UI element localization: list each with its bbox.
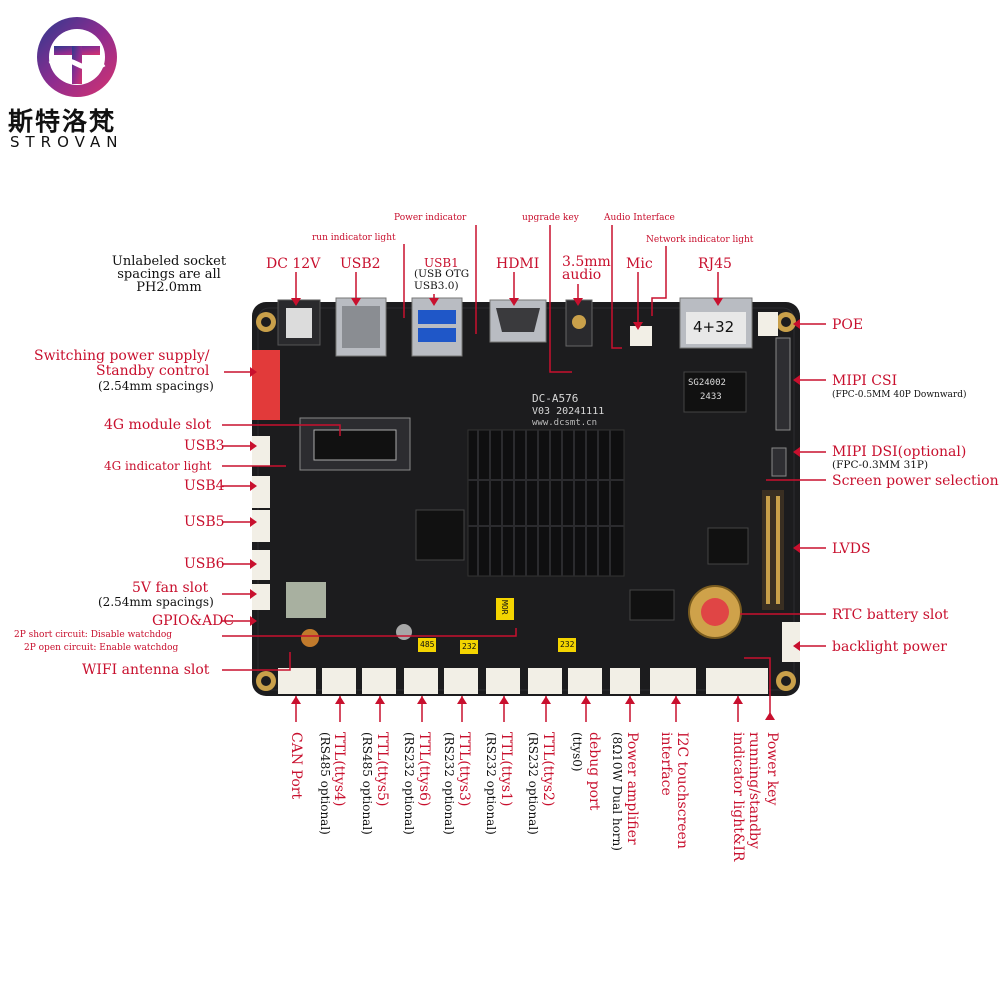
mic-connector	[630, 326, 652, 346]
label-ttl4-sub: (RS485 optional)	[318, 732, 332, 835]
mipi-csi-connector	[775, 337, 791, 431]
label-watchdog-1: 2P short circuit: Disable watchdog	[14, 630, 173, 640]
spacing-note-line2: spacings are all	[117, 267, 221, 282]
spacing-note-line1: Unlabeled socket	[111, 254, 227, 269]
label-usb1: USB1	[424, 256, 459, 270]
label-can: CAN Port	[288, 732, 304, 800]
label-ttl1-sub: (RS232 optional)	[484, 732, 498, 835]
label-debug: debug port	[586, 732, 602, 811]
ic-lower	[629, 589, 675, 621]
label-switching-1: Switching power supply/	[34, 348, 210, 364]
label-ttl5: TTL(ttys5)	[374, 732, 390, 807]
label-audio35-2: audio	[562, 267, 602, 283]
spacing-note-line3: PH2.0mm	[136, 280, 202, 295]
badge-232-b: 232	[560, 640, 575, 649]
board-model: DC-A576	[532, 392, 579, 405]
brand-logo	[32, 12, 122, 102]
label-ttl6: TTL(ttys6)	[416, 732, 432, 807]
label-amp: Power amplifier	[624, 732, 640, 845]
wifi-module	[286, 582, 326, 618]
label-lvds: LVDS	[832, 541, 871, 557]
heatsink	[467, 429, 625, 577]
label-usb2: USB2	[340, 256, 381, 272]
label-mipi-dsi-sub: (FPC-0.3MM 31P)	[832, 459, 929, 471]
brand-name-en: STROVAN	[10, 133, 124, 151]
switching-connector	[252, 350, 280, 420]
label-mipi-csi-sub: (FPC-0.5MM 40P Downward)	[832, 390, 967, 400]
label-amp-sub: (8Ω10W Dual horn)	[610, 732, 624, 851]
board-version: V03 20241111	[532, 406, 605, 417]
label-power-indicator: Power indicator	[394, 213, 467, 223]
label-watchdog-2: 2P open circuit: Enable watchdog	[24, 643, 179, 653]
label-debug-sub: (ttys0)	[570, 732, 584, 772]
label-fan-2: (2.54mm spacings)	[98, 595, 214, 609]
label-usb5: USB5	[184, 514, 225, 530]
label-run-indicator: run indicator light	[312, 233, 396, 243]
label-mipi-csi: MIPI CSI	[832, 373, 898, 389]
label-usb1-sub2: USB3.0)	[414, 280, 459, 292]
label-usb6: USB6	[184, 556, 225, 572]
label-network-indicator: Network indicator light	[646, 235, 754, 245]
net-chip	[683, 371, 747, 413]
label-upgrade-key: upgrade key	[522, 213, 579, 223]
badge-mor: MOR	[500, 600, 509, 615]
board-site: www.dcsmt.cn	[532, 418, 598, 428]
strovan-logo-icon	[37, 17, 117, 97]
badge-485: 485	[420, 640, 435, 649]
chip-code: 2433	[700, 392, 722, 402]
label-running-1: running/standby	[746, 732, 762, 849]
label-audio35-1: 3.5mm	[562, 254, 611, 270]
label-wifi: WIFI antenna slot	[82, 662, 210, 678]
label-i2c-1: I2C touchscreen	[674, 732, 690, 849]
label-ttl2: TTL(ttys2)	[540, 732, 556, 807]
mipi-dsi-connector	[771, 447, 787, 477]
label-4g-module: 4G module slot	[104, 417, 212, 433]
badge-232-a: 232	[462, 642, 477, 651]
left-connectors	[252, 436, 270, 610]
label-4g-indicator: 4G indicator light	[104, 459, 212, 473]
label-ttl3: TTL(ttys3)	[456, 732, 472, 807]
label-hdmi: HDMI	[496, 256, 540, 272]
label-usb4: USB4	[184, 478, 225, 494]
ram-chip	[415, 509, 465, 561]
arrow-heads	[250, 298, 800, 720]
emmc-label: 4+32	[693, 318, 735, 336]
lvds-header	[762, 490, 784, 610]
yellow-badges	[418, 598, 576, 654]
label-usb1-sub1: (USB OTG	[414, 268, 470, 280]
label-ttl3-sub: (RS232 optional)	[442, 732, 456, 835]
label-gpio: GPIO&ADC	[152, 613, 235, 629]
label-poe: POE	[832, 317, 864, 333]
leader-lines	[222, 225, 826, 722]
label-switching-3: (2.54mm spacings)	[98, 379, 214, 393]
label-power-key: Power key	[764, 732, 780, 806]
label-audio-interface: Audio Interface	[604, 213, 675, 223]
spacing-note: Unlabeled socket spacings are all PH2.0m…	[104, 255, 234, 294]
label-usb3: USB3	[184, 438, 225, 454]
label-ttl4: TTL(ttys4)	[331, 732, 347, 807]
bottom-connectors	[278, 668, 768, 694]
label-dc12v: DC 12V	[266, 256, 321, 272]
label-ttl1: TTL(ttys1)	[498, 732, 514, 807]
label-ttl2-sub: (RS232 optional)	[526, 732, 540, 835]
brand-name-cn: 斯特洛梵	[8, 107, 117, 136]
label-ttl5-sub: (RS485 optional)	[360, 732, 374, 835]
label-mipi-dsi: MIPI DSI(optional)	[832, 444, 967, 460]
usb1-port	[411, 297, 463, 357]
label-rj45: RJ45	[698, 256, 732, 272]
label-rtc: RTC battery slot	[832, 607, 949, 623]
poe-connector	[758, 312, 778, 336]
label-i2c-2: interface	[658, 732, 674, 796]
label-screen-power: Screen power selection	[832, 473, 999, 489]
label-running-2: indicator light&IR	[730, 732, 746, 862]
label-ttl6-sub: (RS232 optional)	[402, 732, 416, 835]
chip-label: SG24002	[688, 378, 726, 388]
ic-right	[707, 527, 749, 565]
label-switching-2: Standby control	[96, 363, 210, 379]
label-backlight: backlight power	[832, 639, 947, 655]
label-mic: Mic	[626, 256, 653, 272]
label-fan-1: 5V fan slot	[132, 580, 209, 596]
backlight-connector	[782, 622, 800, 662]
